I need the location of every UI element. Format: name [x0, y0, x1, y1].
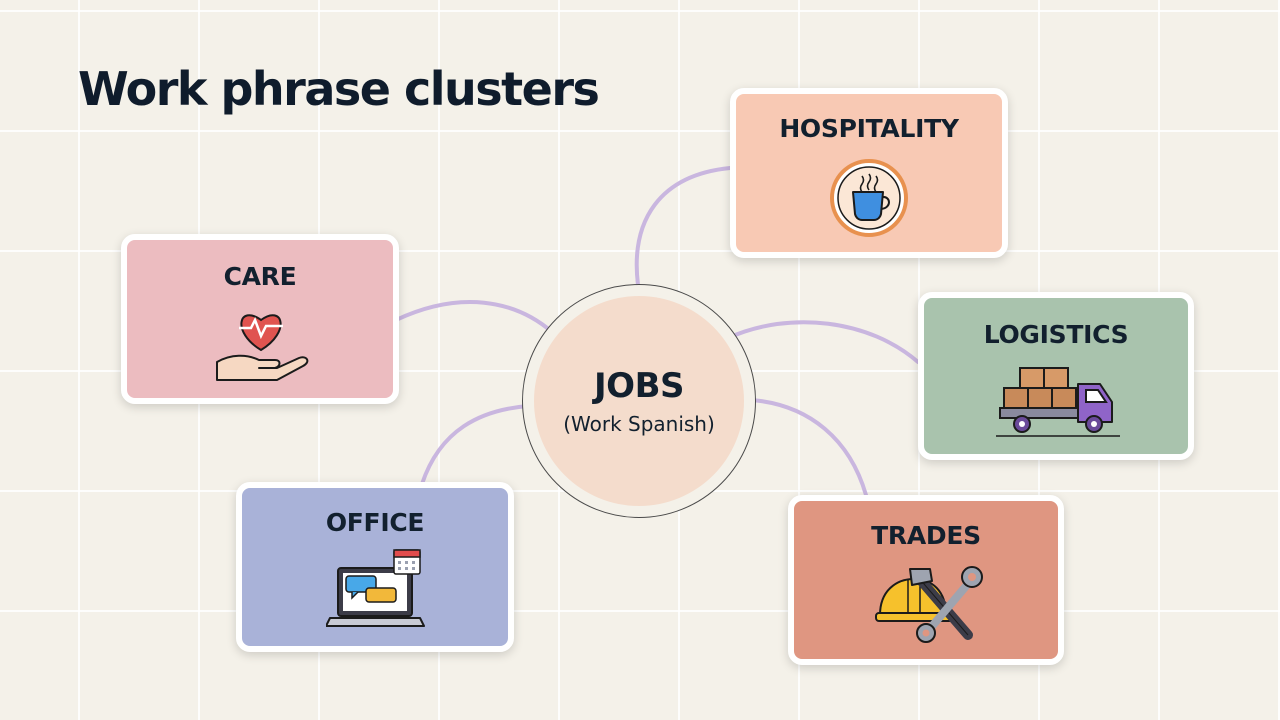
hub-subtitle: (Work Spanish) [563, 412, 715, 436]
connector-office [420, 404, 530, 486]
page-title: Work phrase clusters [78, 62, 600, 116]
heart-in-hand-icon [216, 314, 309, 381]
cluster-trades-label: TRADES [871, 521, 981, 550]
hub-jobs[interactable]: JOBS (Work Spanish) [522, 284, 756, 518]
delivery-truck-icon [996, 367, 1120, 437]
cluster-trades[interactable]: TRADES [788, 495, 1064, 665]
cluster-office-label: OFFICE [325, 508, 425, 537]
connector-trades [750, 398, 868, 497]
connector-logistics [726, 320, 920, 364]
coffee-cup-icon [830, 159, 908, 237]
cluster-care[interactable]: CARE [121, 234, 399, 404]
cluster-office[interactable]: OFFICE [236, 482, 514, 652]
cluster-logistics[interactable]: LOGISTICS [918, 292, 1194, 460]
cluster-logistics-label: LOGISTICS [983, 320, 1129, 349]
cluster-hospitality[interactable]: HOSPITALITY [730, 88, 1008, 258]
hub-title: JOBS [594, 366, 684, 406]
connector-care [394, 300, 554, 334]
cluster-hospitality-label: HOSPITALITY [779, 114, 959, 143]
cluster-care-label: CARE [223, 262, 297, 291]
hardhat-tools-icon [875, 566, 983, 643]
laptop-chat-calendar-icon [326, 549, 425, 627]
connector-hospitality [634, 166, 732, 287]
